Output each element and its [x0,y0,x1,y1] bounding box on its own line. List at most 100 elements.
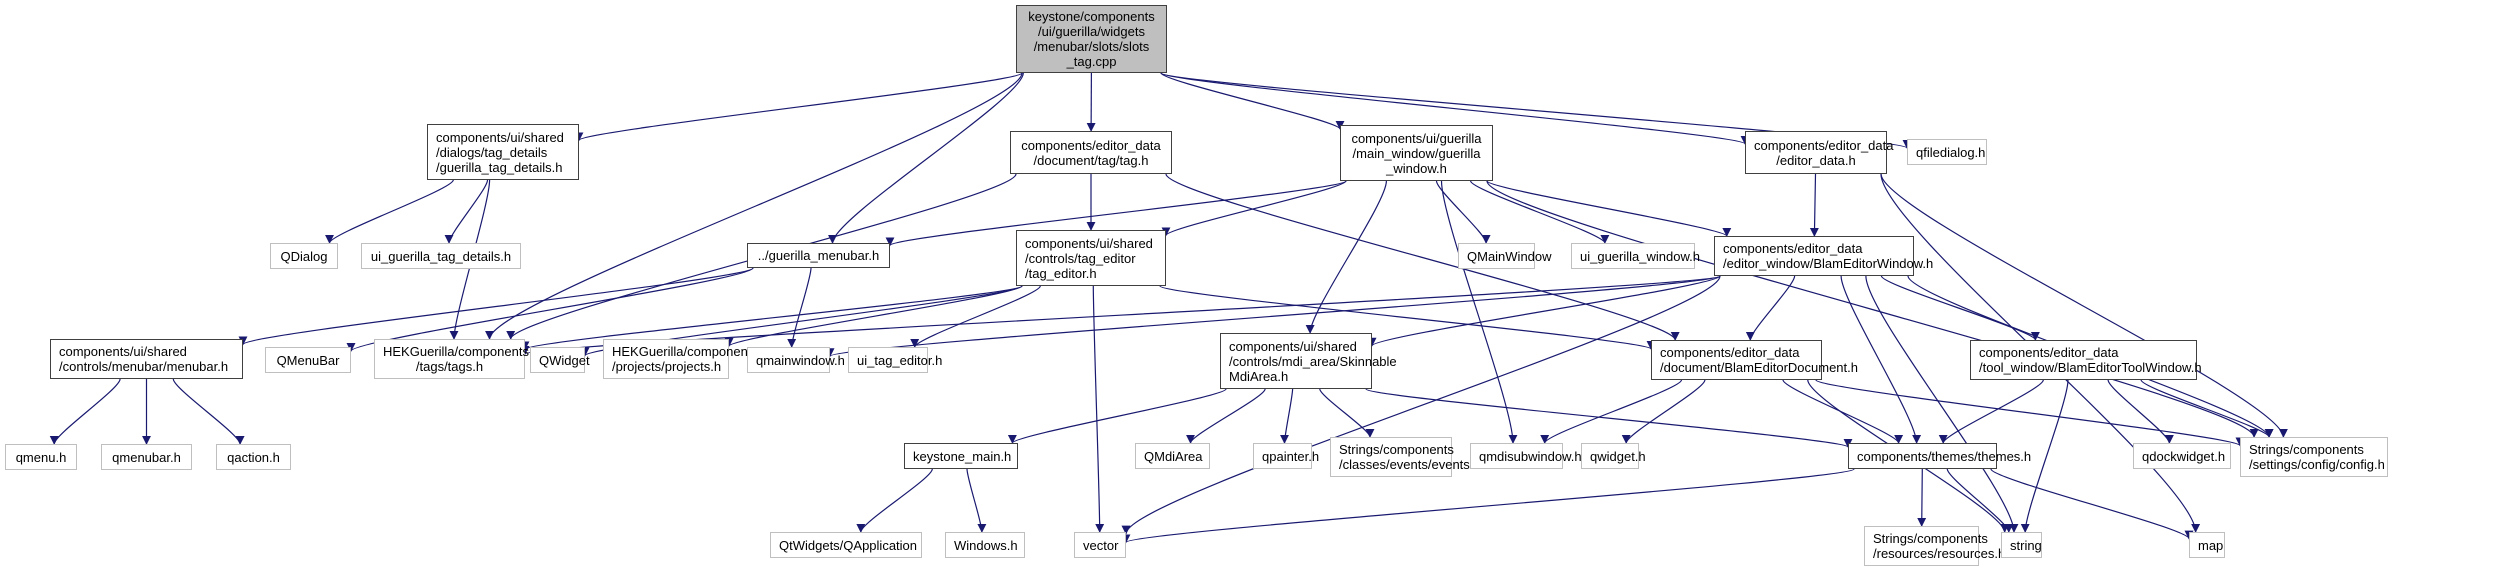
node-qpainter-h[interactable]: qpainter.h [1253,443,1320,469]
node-qfiledialog[interactable]: qfiledialog.h [1907,139,1987,165]
node-label-line: Strings/components [1339,442,1454,457]
node-vector[interactable]: vector [1074,532,1126,558]
node-skinnable-mdi[interactable]: components/ui/shared/controls/mdi_area/S… [1220,333,1397,389]
edge-root-to-editor-data [1160,72,1750,145]
edge-menubar-h-to-qmenu-h [49,378,121,445]
node-blam-editor-document[interactable]: components/editor_data/document/BlamEdit… [1651,340,1858,380]
edge-blam-editor-tool-window-to-themes-h [1938,379,2044,444]
node-label-line: components/ui/shared [1229,338,1357,354]
edge-editor-data-to-blam-editor-window [1809,173,1819,237]
node-ui-guerilla-tag-details[interactable]: ui_guerilla_tag_details.h [361,243,521,269]
node-qmenu-h[interactable]: qmenu.h [5,444,77,470]
edge-guerilla-menubar-to-qmainwindow-h [787,267,812,348]
edge-tag-editor-to-ui-tag-editor [910,285,1041,348]
node-label-line: /ui/guerilla/widgets [1038,24,1145,39]
node-label-line: qmenubar.h [112,449,181,465]
node-menubar-h[interactable]: components/ui/shared/controls/menubar/me… [50,339,243,379]
node-label-line: components/ui/shared [436,129,564,145]
edge-skinnable-mdi-to-keystone-main [1008,388,1227,444]
node-label-line: keystone/components [1028,9,1155,24]
node-keystone-main[interactable]: keystone_main.h [904,443,1018,469]
edge-blam-editor-document-to-qmdisubwindow-h [1540,379,1683,444]
node-label-line: QMenuBar [276,352,340,368]
edge-themes-h-to-vector [1122,468,1855,544]
node-label-line: qmdisubwindow.h [1479,448,1582,464]
edge-themes-h-to-map [1990,468,2194,540]
node-tag-h[interactable]: components/editor_data/document/tag/tag.… [1010,131,1172,174]
node-label-line: qdockwidget.h [2142,448,2226,464]
node-qdialog[interactable]: QDialog [270,243,338,269]
node-label-line: /resources/resources.h [1873,546,2006,561]
node-ui-tag-editor[interactable]: ui_tag_editor.h [848,347,942,373]
node-resources-h[interactable]: Strings/components/resources/resources.h [1864,526,2006,566]
node-label-line: HEKGuerilla/components [612,344,758,359]
node-label-line: qfiledialog.h [1916,144,1986,160]
node-label-line: /controls/mdi_area/Skinnable [1229,353,1397,369]
node-blam-editor-tool-window[interactable]: components/editor_data/tool_window/BlamE… [1970,340,2202,380]
edge-blam-editor-tool-window-to-config-h [2140,379,2274,438]
node-label-line: MdiArea.h [1229,368,1289,384]
edge-guerilla-window-to-skinnable-mdi [1305,180,1387,334]
node-label-line: qwidget.h [1590,448,1646,464]
node-qaction-h[interactable]: qaction.h [216,444,291,470]
node-label-line: components/editor_data [1979,345,2119,360]
node-editor-data[interactable]: components/editor_data/editor_data.h [1745,131,1894,174]
edge-skinnable-mdi-to-qmdiarea-cls [1186,388,1266,444]
edge-skinnable-mdi-to-themes-h [1365,388,1853,448]
edge-guerilla-menubar-to-qmenubar-cls [346,267,754,352]
node-label-line: /settings/config/config.h [2249,457,2385,472]
node-label-line: /guerilla_tag_details.h [436,159,563,175]
node-ui-guerilla-window[interactable]: ui_guerilla_window.h [1571,243,1700,269]
node-root[interactable]: keystone/components/ui/guerilla/widgets/… [1016,5,1167,73]
node-label-line: /tool_window/BlamEditorToolWindow.h [1979,360,2202,375]
edge-keystone-main-to-qapplication [856,468,933,533]
node-qwidget-h[interactable]: qwidget.h [1581,443,1646,469]
edge-guerilla-menubar-to-menubar-h [238,267,754,346]
node-qwidget-cls[interactable]: QWidget [530,347,590,373]
node-guerilla-window[interactable]: components/ui/guerilla/main_window/gueri… [1340,125,1493,181]
node-label-line: ui_guerilla_tag_details.h [370,248,512,264]
node-windows-h[interactable]: Windows.h [945,532,1025,558]
edge-skinnable-mdi-to-qpainter-h [1280,388,1294,444]
node-label-line: /menubar/slots/slots [1033,39,1150,54]
node-label-line: QDialog [280,248,328,264]
node-qdockwidget-h[interactable]: qdockwidget.h [2133,443,2231,469]
node-qmenubar-cls[interactable]: QMenuBar [265,347,351,373]
node-qmdiarea-cls[interactable]: QMdiArea [1135,443,1210,469]
node-qmainwindow-cls[interactable]: QMainWindow [1458,243,1552,269]
edge-root-to-guerilla-tag-details [574,72,1023,142]
node-qmdisubwindow-h[interactable]: qmdisubwindow.h [1470,443,1582,469]
node-label-line: qaction.h [227,449,280,465]
edge-blam-editor-window-to-blam-editor-tool-window [1880,275,2040,341]
node-qmenubar-h[interactable]: qmenubar.h [101,444,192,470]
node-guerilla-menubar[interactable]: ../guerilla_menubar.h [747,243,890,268]
node-label-line: _window.h [1386,160,1447,176]
node-config-h[interactable]: Strings/components/settings/config/confi… [2240,437,2388,477]
node-string[interactable]: string [2001,532,2042,558]
node-label-line: components/editor_data [1660,345,1800,360]
node-qmainwindow-h[interactable]: qmainwindow.h [747,347,845,373]
edge-guerilla-window-to-qmainwindow-cls [1435,180,1491,244]
edge-blam-editor-document-to-qwidget-h [1621,379,1706,444]
node-tag-editor[interactable]: components/ui/shared/controls/tag_editor… [1016,230,1166,286]
node-guerilla-tag-details[interactable]: components/ui/shared/dialogs/tag_details… [427,124,579,180]
node-map[interactable]: map [2189,532,2225,558]
node-events-h[interactable]: Strings/components/classes/events/events… [1330,437,1481,477]
edge-editor-data-to-config-h [1880,173,2288,438]
node-label-line: QMainWindow [1467,248,1552,264]
node-themes-h[interactable]: components/themes/themes.h [1848,443,2031,469]
node-blam-editor-window[interactable]: components/editor_data/editor_window/Bla… [1714,236,1933,276]
node-label-line: /main_window/guerilla [1352,145,1481,161]
node-label-line: qpainter.h [1262,448,1320,464]
edge-blam-editor-window-to-skinnable-mdi [1367,275,1721,347]
node-label-line: /classes/events/events.h [1339,457,1481,472]
node-label-line: components/editor_data [1754,137,1894,153]
node-qapplication[interactable]: QtWidgets/QApplication [770,532,922,558]
node-tags-h[interactable]: HEKGuerilla/components/tags/tags.h [374,339,529,379]
node-label-line: /document/tag/tag.h [1033,152,1149,168]
edge-blam-editor-window-to-themes-h [1840,275,1922,444]
node-label-line: keystone_main.h [913,448,1012,464]
node-projects-h[interactable]: HEKGuerilla/components/projects/projects… [603,339,758,379]
node-label-line: components/ui/guerilla [1351,130,1482,146]
edge-guerilla-window-to-tag-editor [1161,180,1347,237]
